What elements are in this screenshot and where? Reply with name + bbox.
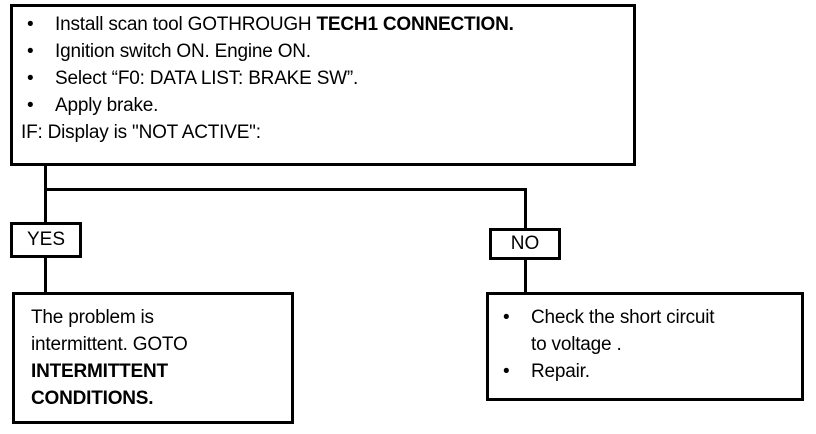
connector-trunk [44,166,47,223]
instruction-box: Install scan tool GOTHROUGH TECH1 CONNEC… [10,4,636,166]
no-result-step: Check the short circuit to voltage . [497,304,791,358]
instruction-step: Ignition switch ON. Engine ON. [21,38,623,65]
condition-text: IF: Display is "NOT ACTIVE": [21,122,261,143]
no-label: NO [489,228,561,260]
no-result-steps: Check the short circuit to voltage . Rep… [497,304,791,385]
no-result-box: Check the short circuit to voltage . Rep… [486,292,804,401]
yes-label: YES [10,222,82,258]
connector-no-drop [524,188,527,229]
no-result-step: Repair. [497,358,791,385]
instruction-step: Install scan tool GOTHROUGH TECH1 CONNEC… [21,11,623,38]
yes-result-reference: INTERMITTENT [31,361,168,382]
connector-yes-down [44,257,47,294]
yes-result-reference: CONDITIONS. [31,388,154,409]
yes-result-line: The problem is [31,307,154,328]
connector-horizontal [44,188,527,191]
connector-no-down [524,258,527,292]
yes-result-line: intermittent. GOTO [31,334,188,355]
instruction-steps: Install scan tool GOTHROUGH TECH1 CONNEC… [21,11,623,119]
instruction-step: Apply brake. [21,92,623,119]
instruction-step: Select “F0: DATA LIST: BRAKE SW”. [21,65,623,92]
yes-result-box: The problem is intermittent. GOTO INTERM… [12,292,294,424]
